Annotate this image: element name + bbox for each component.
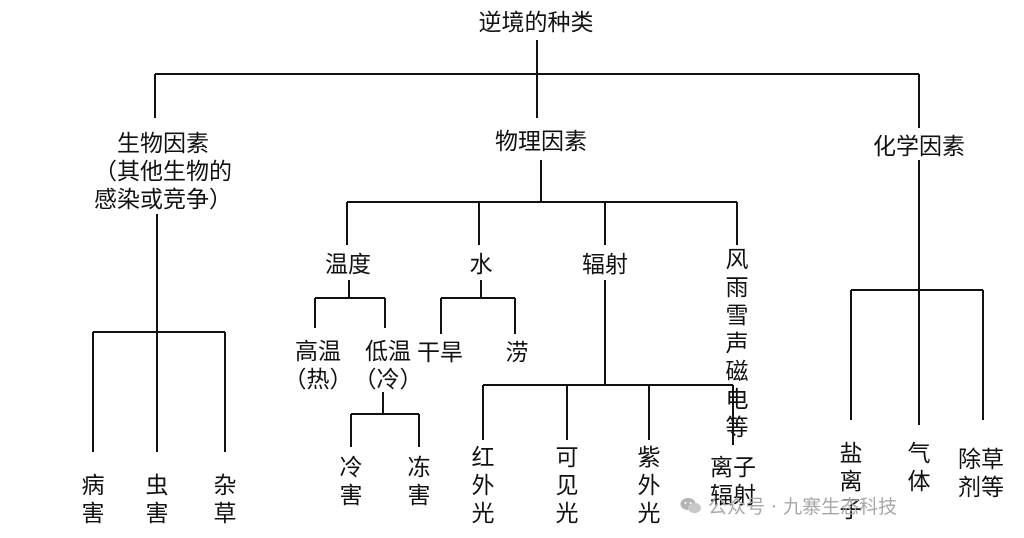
leaf-ionizing-radiation: 离子辐射 (710, 455, 756, 509)
leaf-drought: 干旱 (417, 340, 463, 366)
leaf-freezing-injury: 冻害 (407, 455, 431, 509)
leaf-herbicides: 除草剂等 (958, 447, 1004, 501)
leaf-ultraviolet-light: 紫外光 (637, 445, 661, 527)
high-temperature-label: 高温 （热） (283, 339, 353, 393)
leaf-disease: 病害 (81, 473, 105, 527)
radiation-label: 辐射 (582, 252, 628, 278)
water-label: 水 (469, 252, 493, 278)
leaf-pest: 虫害 (145, 473, 169, 527)
low-temperature-label: 低温 （冷） (353, 339, 423, 393)
wechat-icon (680, 498, 701, 514)
watermark-text: 公众号 · 九寨生态科技 (708, 496, 898, 518)
leaf-waterlogging: 涝 (505, 340, 529, 366)
leaf-chilling-injury: 冷害 (339, 455, 363, 509)
leaf-gases: 气体 (907, 441, 931, 495)
physical-factor-label: 物理因素 (495, 129, 587, 155)
leaf-visible-light: 可见光 (555, 445, 579, 527)
root-title: 逆境的种类 (478, 10, 594, 36)
biological-factor-label: 生物因素 （其他生物的 感染或竞争） (94, 131, 232, 213)
leaf-weed: 杂草 (213, 473, 237, 527)
leaf-salt-ions: 盐离子 (839, 441, 863, 523)
other-physical-label: 风雨雪声磁电等 (725, 247, 749, 441)
chemical-factor-label: 化学因素 (873, 134, 965, 160)
temperature-label: 温度 (325, 252, 371, 278)
leaf-infrared-light: 红外光 (471, 445, 495, 527)
